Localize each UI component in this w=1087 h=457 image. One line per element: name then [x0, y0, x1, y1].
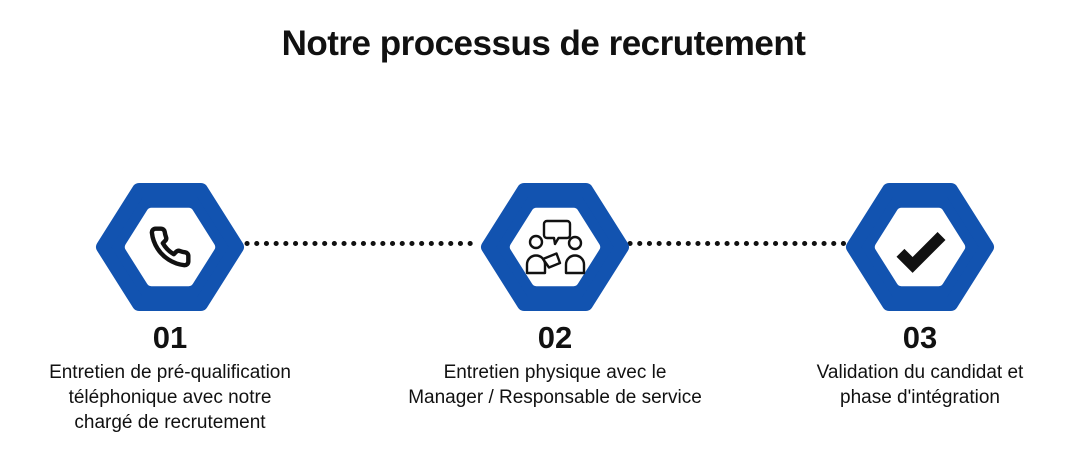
process-step-3: 03 Validation du candidat et phase d'int… — [730, 180, 1087, 410]
hexagon-badge — [481, 183, 629, 311]
hexagon-badge — [846, 183, 994, 311]
interview-icon — [525, 219, 586, 275]
hexagon-badge — [96, 183, 244, 311]
dotted-connector-2 — [627, 241, 851, 246]
step-description: Validation du candidat et phase d'intégr… — [816, 362, 1024, 409]
step-number: 03 — [902, 320, 938, 355]
dotted-connector-1 — [244, 241, 479, 246]
step-description: Entretien physique avec le Manager / Res… — [408, 362, 702, 409]
process-step-2: 02 Entretien physique avec le Manager / … — [365, 180, 745, 410]
checkmark-icon — [896, 232, 946, 273]
step-number: 01 — [152, 320, 188, 355]
step-description: Entretien de pré-qualification téléphoni… — [49, 362, 291, 434]
page-title: Notre processus de recrutement — [281, 24, 806, 63]
process-step-1: 01 Entretien de pré-qualification téléph… — [0, 180, 360, 435]
step-number: 02 — [537, 320, 573, 355]
phone-icon — [149, 226, 191, 268]
